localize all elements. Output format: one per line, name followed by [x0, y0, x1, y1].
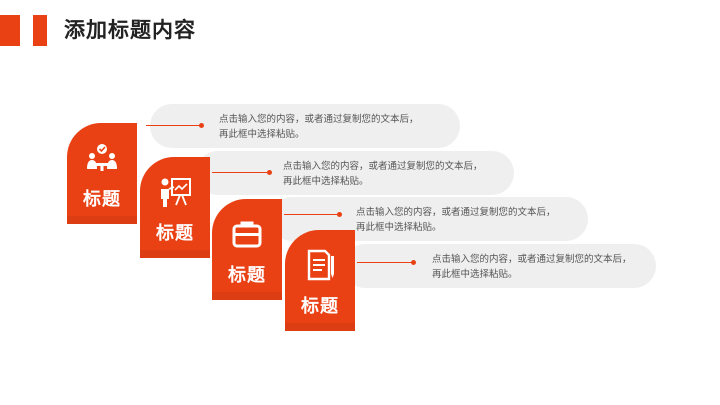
- text-box-3-content: 点击输入您的内容，或者通过复制您的文本后，再此框中选择粘贴。: [356, 207, 556, 233]
- title-card-1-label: 标题: [83, 189, 121, 210]
- title-card-4-label: 标题: [301, 296, 339, 317]
- title-card-4[interactable]: 标题: [285, 230, 355, 331]
- connector-line-4: [357, 262, 413, 263]
- card-shadow: [67, 216, 137, 224]
- connector-dot-2: [267, 170, 272, 175]
- title-accent-bar-2: [33, 15, 47, 46]
- team-check-icon: [87, 144, 117, 171]
- text-box-4[interactable]: [343, 244, 656, 288]
- card-shadow: [285, 323, 355, 331]
- text-box-2-content: 点击输入您的内容，或者通过复制您的文本后，再此框中选择粘贴。: [283, 161, 483, 187]
- page-title: 添加标题内容: [64, 18, 196, 42]
- connector-line-1: [146, 125, 201, 126]
- connector-line-2: [212, 172, 269, 173]
- document-pen-icon: [307, 249, 334, 281]
- connector-line-3: [284, 214, 339, 215]
- presenter-icon: [161, 178, 191, 207]
- title-card-3[interactable]: 标题: [212, 199, 282, 300]
- title-card-3-label: 标题: [228, 265, 266, 286]
- card-shadow: [212, 292, 282, 300]
- briefcase-icon: [232, 221, 262, 248]
- connector-dot-4: [411, 260, 416, 265]
- text-box-2[interactable]: [196, 151, 514, 195]
- title-accent-bar: [0, 15, 20, 46]
- text-box-4-content: 点击输入您的内容，或者通过复制您的文本后，再此框中选择粘贴。: [432, 254, 632, 280]
- card-shadow: [140, 250, 210, 258]
- title-card-2[interactable]: 标题: [140, 157, 210, 258]
- title-card-1[interactable]: 标题: [67, 123, 137, 224]
- connector-dot-1: [199, 123, 204, 128]
- title-card-2-label: 标题: [156, 223, 194, 244]
- connector-dot-3: [337, 212, 342, 217]
- text-box-1-content: 点击输入您的内容，或者通过复制您的文本后，再此框中选择粘贴。: [219, 114, 419, 140]
